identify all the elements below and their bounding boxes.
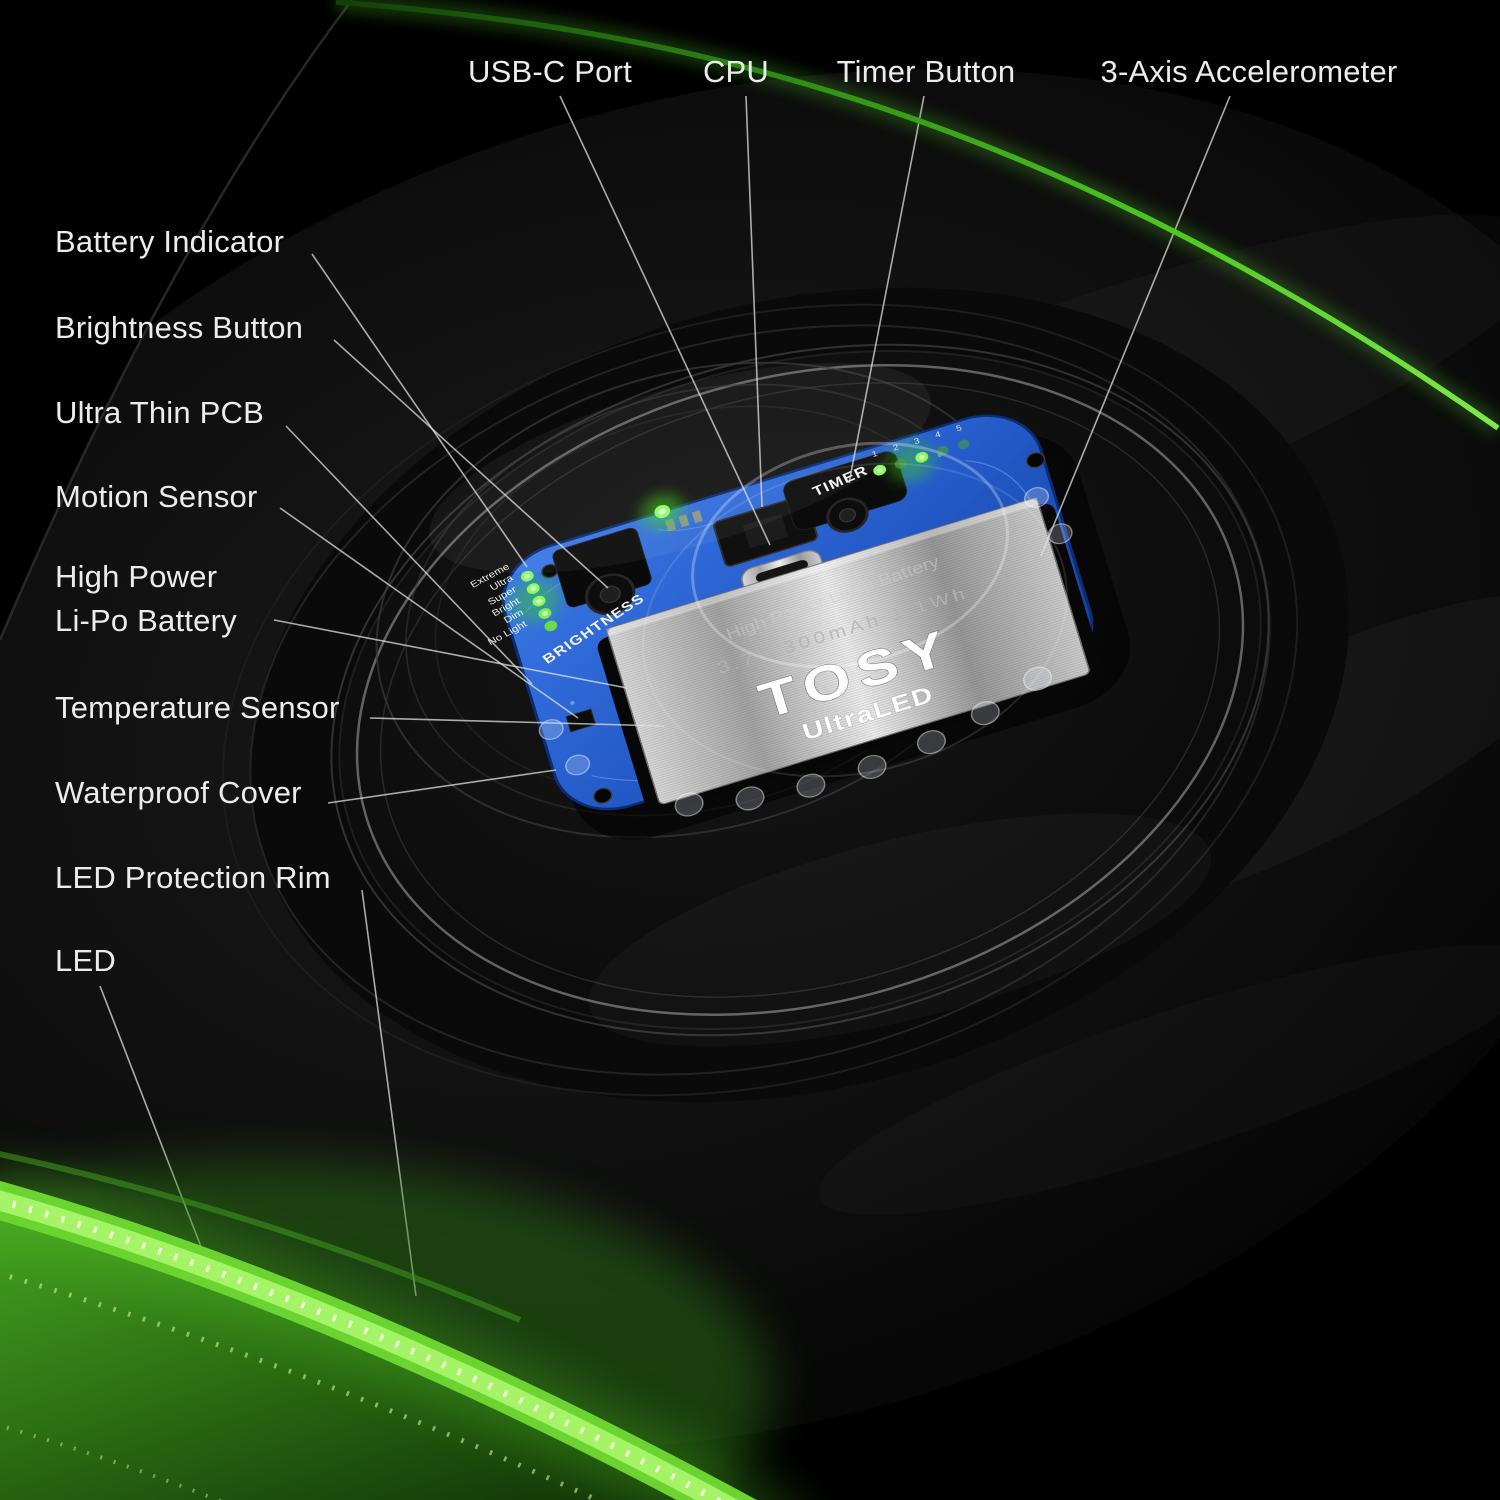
label-accelerometer: 3-Axis Accelerometer — [1100, 54, 1398, 89]
label-waterproof-cover: Waterproof Cover — [55, 775, 302, 810]
leader-timer-button — [848, 95, 925, 484]
timer-marks: 1 2 3 4 5 — [871, 423, 963, 459]
label-timer-button: Timer Button — [836, 54, 1016, 89]
leader-brightness-button — [333, 339, 609, 589]
leader-motion-sensor — [279, 507, 579, 719]
label-temperature-sensor: Temperature Sensor — [55, 690, 340, 725]
corner-mask — [0, 0, 352, 640]
timer-button — [826, 497, 869, 533]
leader-lines — [99, 95, 1231, 1307]
leader-lipo-battery — [273, 619, 628, 689]
label-high-power-line2: Li-Po Battery — [55, 603, 237, 639]
timer-mark-2: 2 — [892, 442, 900, 452]
timer-mark-5: 5 — [955, 423, 963, 433]
leader-battery-indicator — [311, 253, 528, 568]
timer-mark-1: 1 — [871, 449, 879, 459]
label-usb-c-port: USB-C Port — [468, 54, 632, 89]
waterproof-cover-ring — [330, 343, 1270, 1037]
label-high-power-line1: High Power — [55, 559, 218, 594]
leader-temperature-sensor — [369, 717, 665, 727]
disc-edge-highlight — [0, 0, 353, 641]
charge-led — [640, 493, 684, 530]
label-high-power-lipo-battery: High Power Li-Po Battery — [55, 557, 237, 642]
dome-glass-highlights — [429, 362, 1068, 778]
led-dots-row-2 — [0, 1271, 603, 1500]
label-battery-indicator: Battery Indicator — [55, 224, 285, 259]
leader-accelerometer — [1040, 95, 1231, 557]
top-green-rim — [335, 0, 1500, 435]
leader-usb-c-port — [559, 95, 771, 546]
battery-indicator-leds — [509, 570, 561, 632]
pcb-assembly: Extreme Ultra Super Bright Dim No Light … — [469, 414, 1131, 840]
timer-mark-3: 3 — [913, 436, 921, 446]
leader-ultra-thin-pcb — [285, 425, 533, 685]
leader-waterproof-cover — [327, 769, 557, 804]
label-cpu: CPU — [702, 54, 770, 89]
label-ultra-thin-pcb: Ultra Thin PCB — [55, 395, 264, 430]
lipo-battery — [606, 497, 1090, 805]
label-led: LED — [55, 943, 116, 978]
leader-cpu — [745, 95, 763, 508]
label-brightness-button: Brightness Button — [55, 310, 304, 345]
led-protection-rim-edge — [0, 1151, 522, 1323]
clear-led-bulbs — [538, 487, 1073, 817]
timer-mark-4: 4 — [934, 430, 942, 440]
led-ring — [0, 1151, 791, 1500]
timer-leds — [873, 439, 970, 482]
label-led-protection-rim: LED Protection Rim — [55, 860, 331, 895]
brightness-button — [585, 573, 636, 616]
label-motion-sensor: Motion Sensor — [55, 479, 258, 514]
